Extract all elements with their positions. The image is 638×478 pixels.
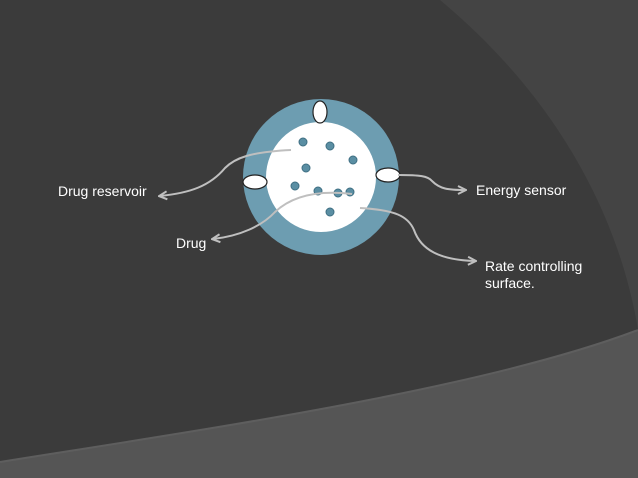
background-swoosh-edge	[0, 329, 638, 463]
drug-particle	[348, 155, 358, 165]
drug-particle	[325, 141, 335, 151]
drug-particle	[290, 181, 300, 191]
background-shade-top-right	[440, 0, 638, 330]
drug-particle	[298, 137, 308, 147]
drug-particle	[345, 187, 355, 197]
arrow-drug	[213, 191, 353, 239]
energy-sensor-top	[312, 100, 328, 124]
energy-sensor-left	[242, 174, 268, 190]
drug-particle	[301, 163, 311, 173]
background-swoosh-bottom	[0, 330, 638, 478]
arrow-rate-controlling	[359, 207, 475, 261]
drug-reservoir-label: Drug reservoir	[58, 183, 147, 199]
drug-reservoir-core	[266, 122, 376, 232]
energy-sensor-right	[375, 167, 401, 183]
arrow-energy-sensor	[397, 174, 465, 190]
drug-particle	[325, 207, 335, 217]
rate-controlling-surface-label: Rate controlling surface.	[485, 258, 583, 291]
arrow-drug-reservoir	[160, 149, 292, 196]
drug-label: Drug	[176, 235, 207, 251]
energy-sensor-label: Energy sensor	[476, 182, 567, 198]
